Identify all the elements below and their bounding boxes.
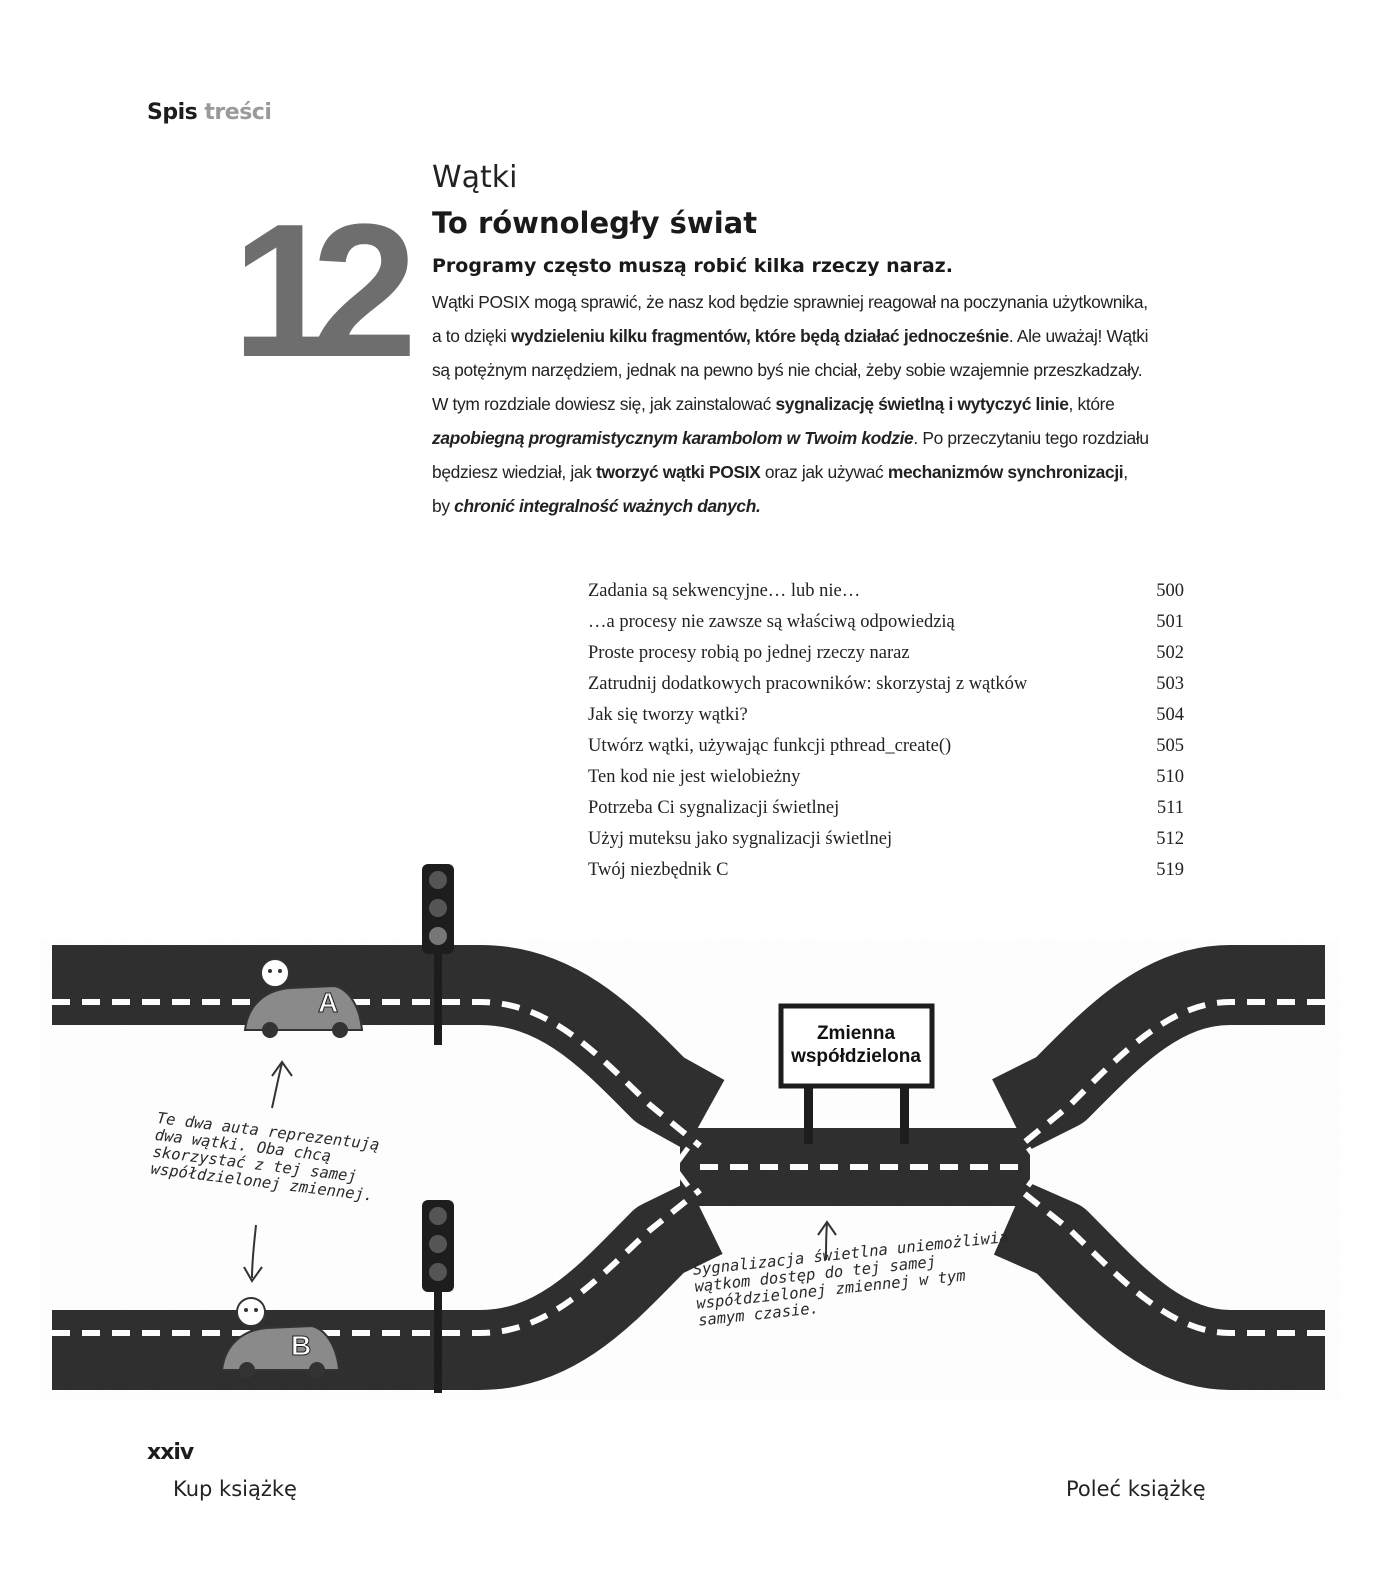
- toc-entry-page: 500: [1156, 581, 1184, 601]
- car-a-icon: [243, 958, 364, 1038]
- chapter-description-line: będziesz wiedział, jak tworzyć wątki POS…: [432, 455, 1232, 489]
- arrow-to-car-b-icon: [251, 1224, 257, 1279]
- toc-entry: Użyj muteksu jako sygnalizacji świetlnej…: [588, 824, 1184, 855]
- running-header-part2: treści: [204, 100, 272, 125]
- toc-entry: Zatrudnij dodatkowych pracowników: skorz…: [588, 669, 1184, 700]
- chapter-number: 12: [232, 185, 417, 397]
- chapter-description-segment: tworzyć wątki POSIX: [596, 462, 761, 482]
- chapter-description-segment: W tym rozdziale dowiesz się, jak zainsta…: [432, 394, 776, 414]
- chapter-description-line: zapobiegną programistycznym karambolom w…: [432, 421, 1232, 455]
- arrow-to-shared-road-icon: [825, 1222, 828, 1261]
- arrow-head-car-b: [243, 1266, 263, 1283]
- running-header-part1: Spis: [147, 100, 198, 125]
- chapter-description-segment: będziesz wiedział, jak: [432, 462, 597, 482]
- arrow-head-shared-road: [817, 1220, 837, 1236]
- toc-entry-page: 502: [1156, 643, 1184, 663]
- chapter-description-segment: sygnalizację świetlną i wytyczyć linie: [775, 394, 1069, 414]
- toc-entry-page: 519: [1156, 860, 1184, 880]
- recommend-book-link[interactable]: Poleć książkę: [1066, 1477, 1206, 1501]
- toc-entry-page: 503: [1156, 674, 1184, 694]
- toc-entry: Jak się tworzy wątki? 504: [588, 700, 1184, 731]
- toc-entry: Ten kod nie jest wielobieżny 510: [588, 762, 1184, 793]
- page-number: xxiv: [147, 1440, 194, 1465]
- toc-entry-page: 512: [1156, 829, 1184, 849]
- toc-list: Zadania są sekwencyjne… lub nie… 500 …a pr…: [588, 576, 1184, 886]
- chapter-description-segment: oraz jak używać: [760, 462, 888, 482]
- shared-variable-sign-label: Zmienna współdzielona: [783, 1022, 929, 1068]
- toc-entry-title: Proste procesy robią po jednej rzeczy na…: [588, 643, 910, 663]
- toc-entry-title: Potrzeba Ci sygnalizacji świetlnej: [588, 798, 840, 818]
- shared-variable-sign: [778, 1003, 935, 1144]
- chapter-description-segment: Wątki POSIX mogą sprawić, że nasz kod bę…: [432, 292, 1148, 312]
- sign-line-2: współdzielona: [791, 1046, 921, 1067]
- traffic-light-bottom-icon: [422, 1200, 454, 1393]
- toc-entry-page: 501: [1156, 612, 1184, 632]
- chapter-description-segment: są potężnym narzędziem, jednak na pewno …: [432, 360, 1143, 380]
- chapter-description-segment: ,: [1123, 462, 1128, 482]
- road-illustration: A B: [40, 864, 1340, 1400]
- arrow-head-car-a: [271, 1060, 293, 1077]
- road: [40, 940, 1340, 1400]
- toc-entry-page: 510: [1156, 767, 1184, 787]
- arrow-to-car-a-icon: [271, 1062, 283, 1109]
- chapter-description: Wątki POSIX mogą sprawić, że nasz kod bę…: [432, 285, 1232, 523]
- chapter-lead: Programy często muszą robić kilka rzeczy…: [432, 255, 953, 277]
- chapter-kicker: Wątki: [432, 160, 518, 195]
- chapter-description-segment: mechanizmów synchronizacji: [887, 462, 1124, 482]
- toc-entry-page: 505: [1156, 736, 1184, 756]
- toc-entry: Proste procesy robią po jednej rzeczy na…: [588, 638, 1184, 669]
- toc-entry: Utwórz wątki, używając funkcji pthread_c…: [588, 731, 1184, 762]
- chapter-description-line: W tym rozdziale dowiesz się, jak zainsta…: [432, 387, 1232, 421]
- toc-entry-title: Jak się tworzy wątki?: [588, 705, 748, 725]
- chapter-description-segment: . Ale uważaj! Wątki: [1008, 326, 1149, 346]
- toc-entry-title: Użyj muteksu jako sygnalizacji świetlnej: [588, 829, 893, 849]
- chapter-description-segment: , które: [1068, 394, 1115, 414]
- toc-entry: Zadania są sekwencyjne… lub nie… 500: [588, 576, 1184, 607]
- chapter-description-segment: . Po przeczytaniu tego rozdziału: [913, 428, 1149, 448]
- sign-line-1: Zmienna: [816, 1023, 896, 1044]
- chapter-title: To równoległy świat: [432, 206, 758, 240]
- toc-entry-title: …a procesy nie zawsze są właściwą odpowi…: [588, 612, 955, 632]
- toc-entry: Twój niezbędnik C 519: [588, 855, 1184, 886]
- traffic-light-top-icon: [422, 864, 454, 1045]
- toc-entry: Potrzeba Ci sygnalizacji świetlnej 511: [588, 793, 1184, 824]
- toc-entry-page: 504: [1156, 705, 1184, 725]
- running-header: Spis treści: [147, 100, 272, 125]
- toc-entry-title: Zadania są sekwencyjne… lub nie…: [588, 581, 861, 601]
- toc-entry-title: Utwórz wątki, używając funkcji pthread_c…: [588, 736, 952, 756]
- car-b-label: B: [291, 1330, 311, 1361]
- chapter-description-line: by chronić integralność ważnych danych.: [432, 489, 1232, 523]
- car-b-icon: [220, 1297, 341, 1378]
- toc-entry-title: Ten kod nie jest wielobieżny: [588, 767, 801, 787]
- chapter-description-line: a to dzięki wydzieleniu kilku fragmentów…: [432, 319, 1232, 353]
- chapter-description-line: Wątki POSIX mogą sprawić, że nasz kod bę…: [432, 285, 1232, 319]
- chapter-description-segment: chronić integralność ważnych danych.: [454, 496, 761, 516]
- chapter-description-line: są potężnym narzędziem, jednak na pewno …: [432, 353, 1232, 387]
- toc-entry-title: Twój niezbędnik C: [588, 860, 729, 880]
- chapter-description-segment: a to dzięki: [432, 326, 511, 346]
- toc-entry-title: Zatrudnij dodatkowych pracowników: skorz…: [588, 674, 1028, 694]
- buy-book-link[interactable]: Kup książkę: [173, 1477, 297, 1501]
- chapter-description-segment: by: [432, 496, 455, 516]
- chapter-description-segment: zapobiegną programistycznym karambolom w…: [432, 428, 914, 448]
- toc-entry: …a procesy nie zawsze są właściwą odpowi…: [588, 607, 1184, 638]
- car-a-label: A: [318, 987, 338, 1018]
- chapter-description-segment: wydzieleniu kilku fragmentów, które będą…: [510, 326, 1009, 346]
- toc-entry-page: 511: [1156, 798, 1184, 818]
